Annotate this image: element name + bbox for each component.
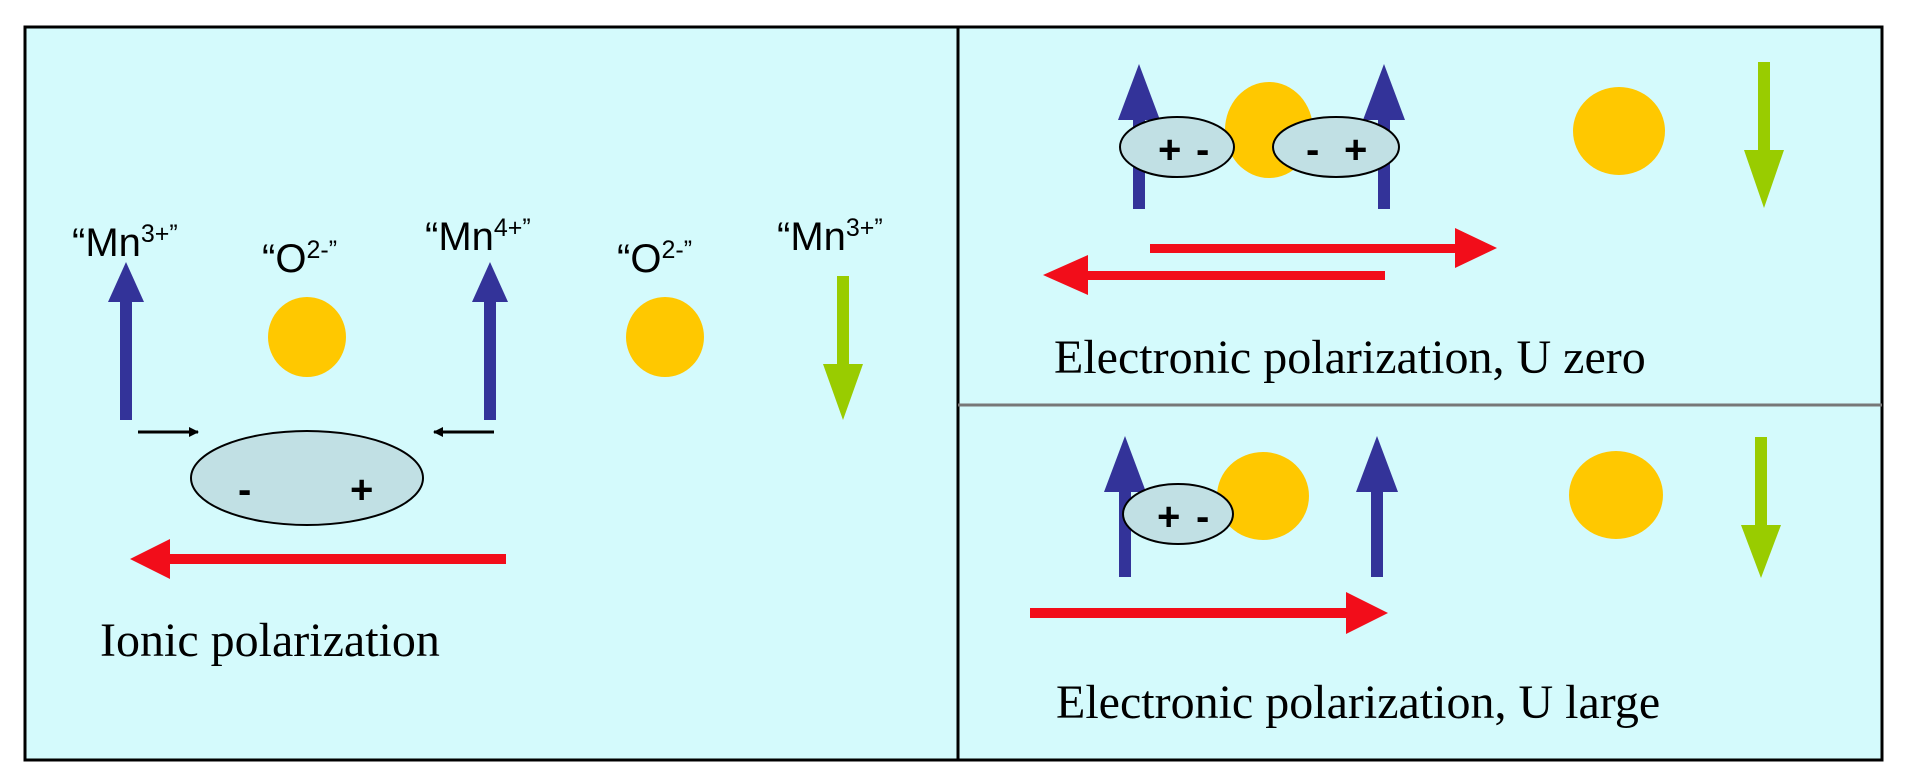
- atom-label-mn3-left: “Mn3+”: [72, 220, 178, 265]
- oxygen-atom-right: [626, 297, 704, 377]
- polarization-arrow-ionic: [130, 539, 506, 579]
- ionic-atom-labels: “Mn3+” “O2-” “Mn4+” “O2-” “Mn3+”: [72, 214, 883, 281]
- dipole-u0-right: [1272, 116, 1400, 178]
- spin-down-arrow-mn3: [823, 276, 863, 420]
- dipole-u0-left-minus: -: [1196, 128, 1209, 172]
- polarization-arrow-u0-right: [1150, 228, 1497, 268]
- caption-u-large: Electronic polarization, U large: [1056, 676, 1660, 729]
- oxygen-atom-ul-far: [1569, 451, 1663, 539]
- polarization-arrow-ul: [1030, 592, 1388, 634]
- spin-up-arrow-mn3: [108, 262, 144, 420]
- spin-up-arrow-mn4: [472, 262, 508, 420]
- dipole-u0-left: [1119, 116, 1235, 178]
- polarization-arrow-u0-left: [1043, 255, 1385, 295]
- dipole-u0-left-plus: +: [1158, 128, 1181, 172]
- atom-label-o-right: “O2-”: [617, 236, 692, 281]
- caption-ionic: Ionic polarization: [100, 614, 440, 667]
- oxygen-atom-left: [268, 297, 346, 377]
- ionic-dipole: [190, 430, 424, 526]
- dipole-ul-plus: +: [1157, 495, 1180, 539]
- electronic-u-zero-panel: [956, 25, 1884, 407]
- dipole-u0-right-minus: -: [1306, 128, 1319, 172]
- oxygen-atom-ul-center: [1217, 452, 1309, 540]
- oxygen-atom-u0-far: [1573, 87, 1665, 175]
- dipole-ul-minus: -: [1196, 495, 1209, 539]
- spin-down-arrow-ul: [1741, 437, 1781, 578]
- atom-label-mn4: “Mn4+”: [425, 214, 531, 259]
- dipole-plus-sign: +: [350, 468, 373, 512]
- atom-label-o-left: “O2-”: [262, 236, 337, 281]
- atom-label-mn3-right: “Mn3+”: [777, 214, 883, 259]
- caption-u-zero: Electronic polarization, U zero: [1054, 331, 1646, 384]
- dipole-ul: [1122, 483, 1234, 545]
- spin-down-arrow-u0: [1744, 62, 1784, 208]
- dipole-u0-right-plus: +: [1344, 128, 1367, 172]
- dipole-minus-sign: -: [238, 468, 251, 512]
- spin-up-arrow-ul-right: [1356, 436, 1398, 577]
